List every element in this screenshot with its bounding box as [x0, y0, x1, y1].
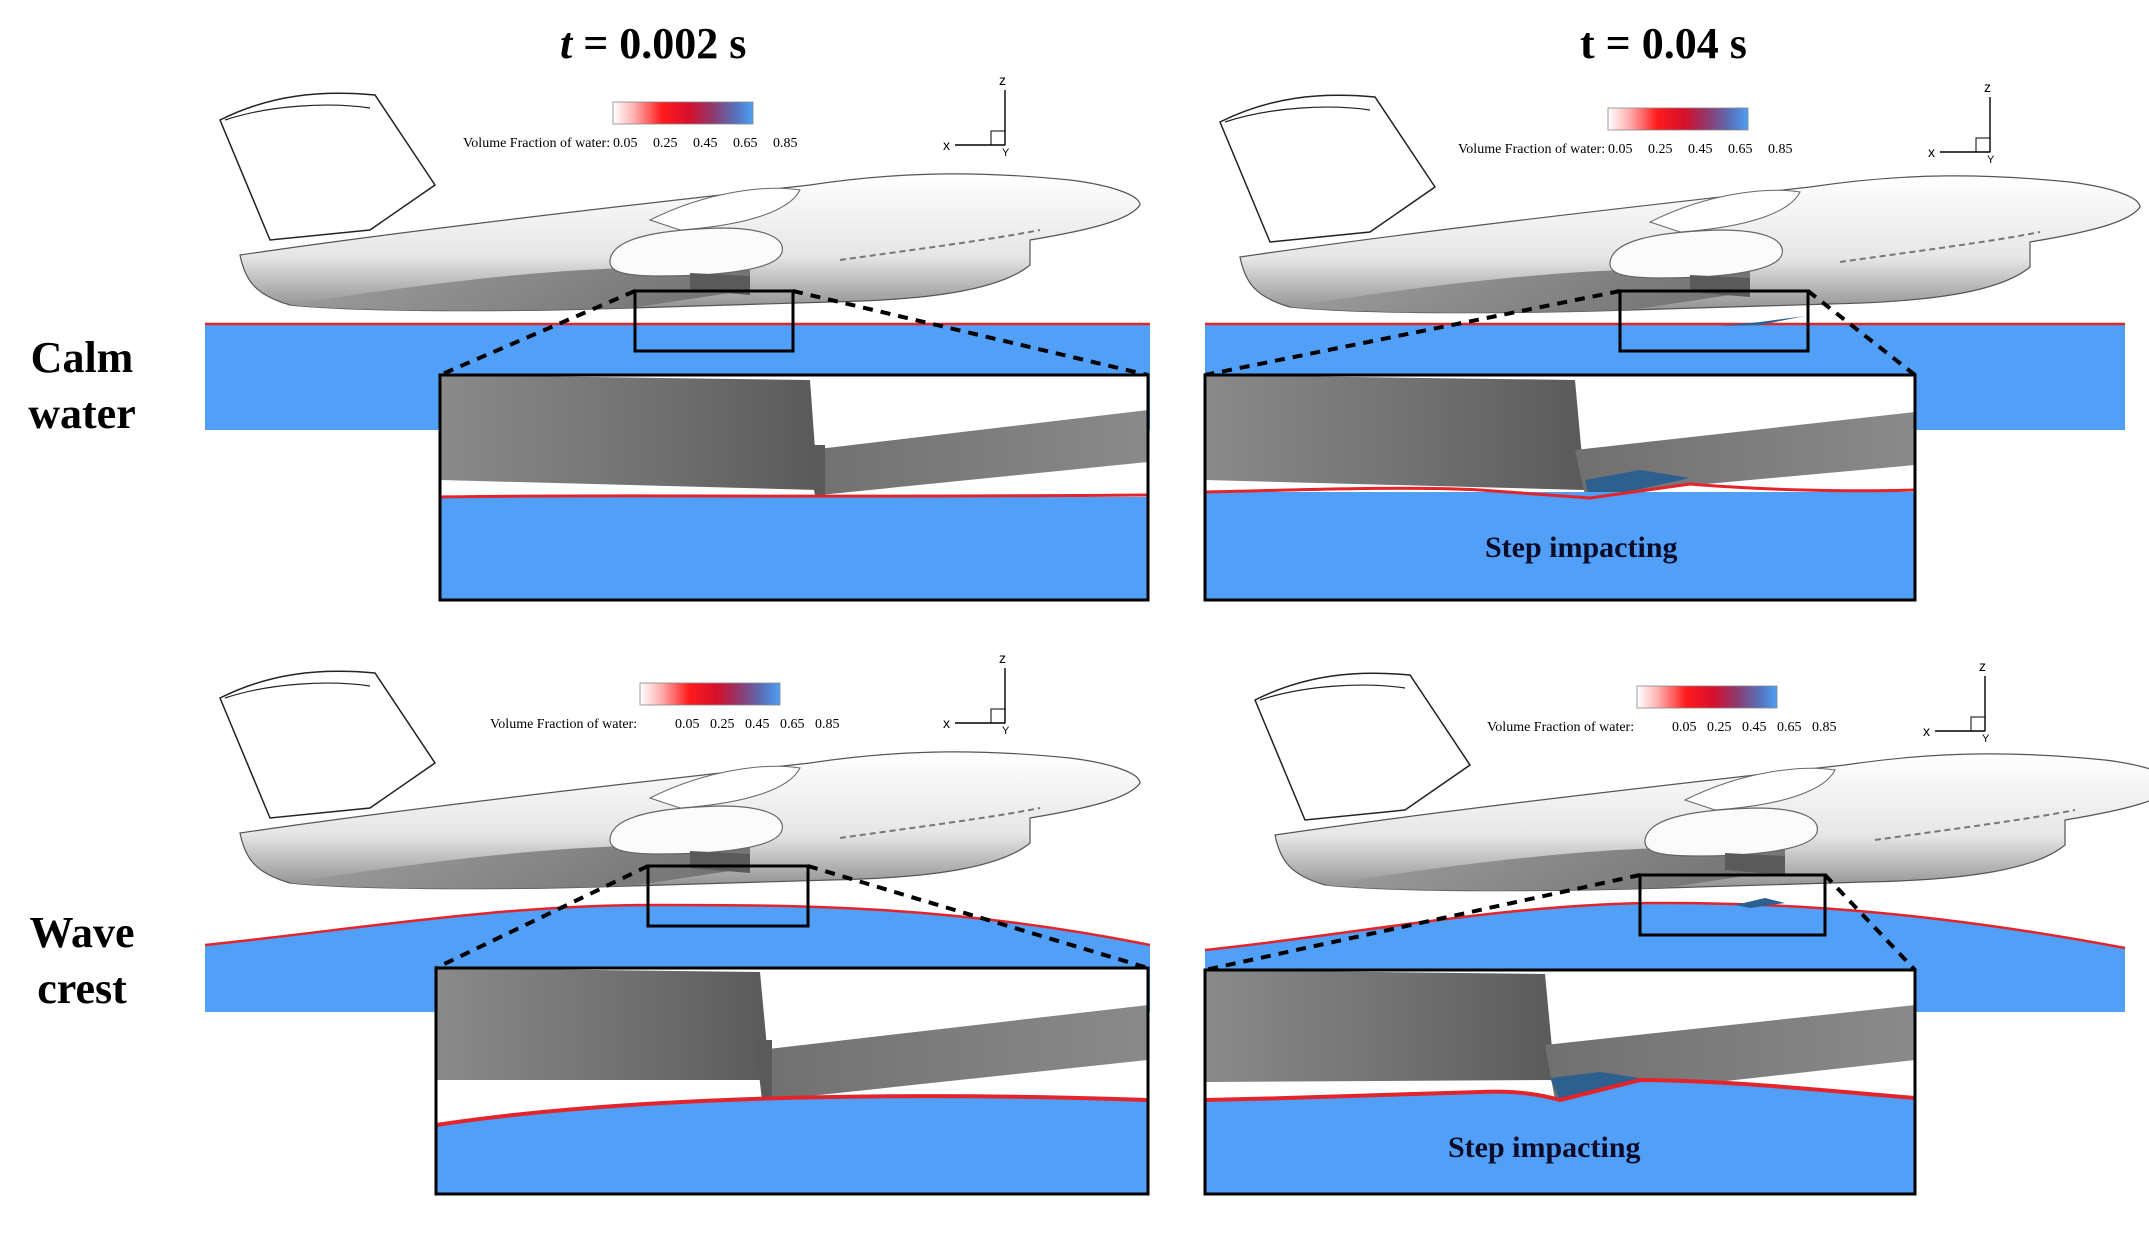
- svg-text:0.05: 0.05: [1608, 142, 1633, 157]
- svg-text:0.85: 0.85: [773, 136, 798, 151]
- zoom-leader-left: [1204, 873, 1641, 972]
- svg-text:0.05: 0.05: [1672, 720, 1697, 735]
- water-interface: [204, 903, 1151, 947]
- annotation-step-impacting: Step impacting: [1448, 1131, 1641, 1164]
- svg-text:0.05: 0.05: [675, 717, 700, 732]
- zoom-inset: [438, 373, 1150, 602]
- svg-text:z: z: [999, 72, 1006, 88]
- svg-text:Y: Y: [1982, 733, 1990, 745]
- panel-calm-t0002: Volume Fraction of water: 0.05 0.25 0.45…: [205, 72, 1150, 602]
- legend-colorbar: Volume Fraction of water: 0.05 0.25 0.45…: [463, 101, 798, 151]
- legend-colorbar: Volume Fraction of water: 0.05 0.25 0.45…: [1487, 685, 1837, 735]
- svg-text:0.25: 0.25: [1707, 720, 1732, 735]
- svg-text:x: x: [943, 715, 950, 731]
- svg-text:0.45: 0.45: [1688, 142, 1713, 157]
- axis-triad: z x Y: [1923, 658, 1990, 745]
- svg-text:Y: Y: [1002, 147, 1010, 159]
- zoom-inset: Step impacting: [1203, 373, 1917, 602]
- zoom-box: [1618, 289, 1810, 353]
- svg-text:x: x: [943, 137, 950, 153]
- svg-text:0.25: 0.25: [710, 717, 735, 732]
- zoom-leader-right: [807, 864, 1149, 970]
- row-label-calm-water: Calm water: [28, 333, 136, 438]
- legend-colorbar: Volume Fraction of water: 0.05 0.25 0.45…: [1458, 107, 1793, 157]
- svg-text:0.25: 0.25: [653, 136, 678, 151]
- column-header-t004: t = 0.04 s: [1580, 19, 1747, 68]
- svg-text:0.65: 0.65: [733, 136, 758, 151]
- svg-text:0.85: 0.85: [1812, 720, 1837, 735]
- svg-text:0.65: 0.65: [1777, 720, 1802, 735]
- water-interface: [1204, 901, 2126, 952]
- svg-text:Volume Fraction of water:: Volume Fraction of water:: [490, 717, 637, 732]
- svg-text:Y: Y: [1987, 154, 1995, 166]
- svg-text:x: x: [1928, 144, 1935, 160]
- svg-text:0.45: 0.45: [693, 136, 718, 151]
- column-header-t0002: t = 0.002 s: [560, 19, 747, 68]
- panel-calm-t004: Step impacting Volume Fraction of water:…: [1203, 79, 2141, 602]
- zoom-box: [646, 864, 810, 928]
- svg-text:0.85: 0.85: [815, 717, 840, 732]
- zoom-leader-right: [1806, 289, 1917, 377]
- axis-triad: z x Y: [943, 72, 1010, 159]
- svg-text:Volume Fraction of water:: Volume Fraction of water:: [1458, 142, 1605, 157]
- impact-region: [1735, 898, 1785, 908]
- axis-triad: z x Y: [943, 650, 1010, 737]
- svg-text:x: x: [1923, 723, 1930, 739]
- axis-triad: z x Y: [1928, 79, 1995, 166]
- svg-text:Y: Y: [1002, 725, 1010, 737]
- zoom-leader-right: [792, 289, 1149, 377]
- svg-text:0.85: 0.85: [1768, 142, 1793, 157]
- legend-colorbar: Volume Fraction of water: 0.05 0.25 0.45…: [490, 682, 840, 732]
- svg-text:Volume Fraction of water:: Volume Fraction of water:: [463, 136, 610, 151]
- svg-text:z: z: [1984, 79, 1991, 95]
- svg-text:0.45: 0.45: [1742, 720, 1767, 735]
- row-label-wave-crest: Wave crest: [29, 908, 135, 1013]
- zoom-inset: Step impacting: [1203, 968, 1917, 1196]
- impact-region: [1720, 316, 1805, 326]
- aircraft-model: [219, 92, 1141, 312]
- zoom-leader-left: [435, 864, 649, 970]
- zoom-box: [633, 289, 795, 353]
- zoom-inset: [434, 966, 1150, 1196]
- svg-text:0.05: 0.05: [613, 136, 638, 151]
- svg-text:0.45: 0.45: [745, 717, 770, 732]
- svg-text:0.65: 0.65: [780, 717, 805, 732]
- panel-wave-t0002: Volume Fraction of water: 0.05 0.25 0.45…: [204, 650, 1151, 1196]
- svg-text:z: z: [1979, 658, 1986, 674]
- annotation-step-impacting: Step impacting: [1485, 531, 1678, 564]
- svg-text:0.65: 0.65: [1728, 142, 1753, 157]
- panel-wave-t004: Step impacting Volume Fraction of water:…: [1203, 658, 2149, 1196]
- zoom-box: [1638, 873, 1827, 937]
- zoom-leader-right: [1823, 873, 1917, 972]
- svg-text:0.25: 0.25: [1648, 142, 1673, 157]
- svg-text:Volume Fraction of water:: Volume Fraction of water:: [1487, 720, 1634, 735]
- svg-text:z: z: [999, 650, 1006, 666]
